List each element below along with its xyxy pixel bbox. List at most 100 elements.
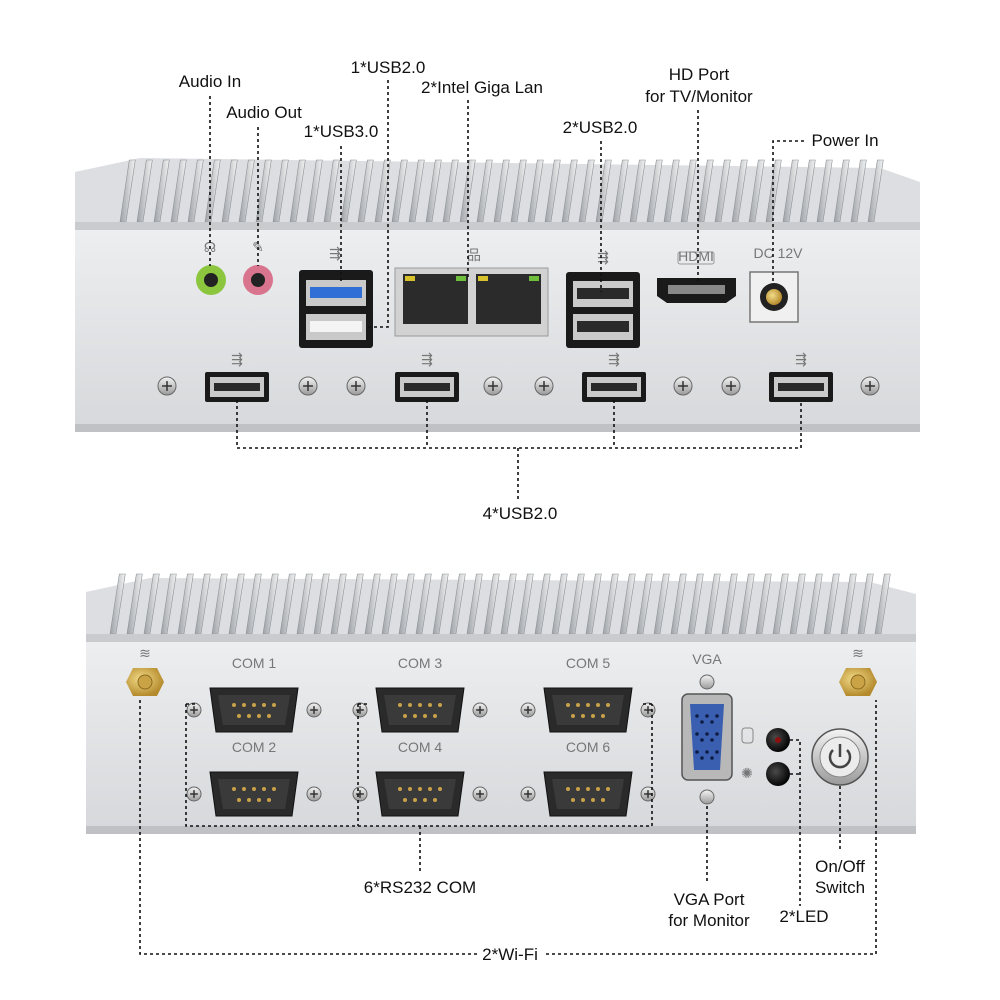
screw bbox=[860, 376, 880, 396]
usb-stack-left: ⇶ bbox=[299, 245, 373, 348]
screw bbox=[472, 786, 488, 802]
power-icon bbox=[828, 749, 852, 769]
screw bbox=[352, 702, 368, 718]
label-usb20-single: 1*USB2.0 bbox=[351, 58, 426, 77]
front-usb-ports: ⇶ ⇶ ⇶ ⇶ bbox=[205, 351, 833, 402]
com-port bbox=[209, 771, 299, 817]
usb-icon: ⇶ bbox=[795, 351, 807, 367]
top-heatsink-edge bbox=[75, 222, 920, 232]
screw bbox=[306, 702, 322, 718]
com4-print: COM 4 bbox=[398, 739, 443, 755]
label-hd-port: HD Port bbox=[669, 65, 730, 84]
label-power-in: Power In bbox=[811, 131, 878, 150]
vga-screw bbox=[699, 674, 715, 690]
top-leader-lines bbox=[209, 80, 804, 499]
com-port bbox=[543, 687, 633, 733]
usb-icon: ⇶ bbox=[329, 245, 341, 261]
top-bottom-edge bbox=[75, 424, 920, 432]
com3-print: COM 3 bbox=[398, 655, 443, 671]
lan-led bbox=[529, 276, 539, 281]
screw bbox=[298, 376, 318, 396]
lan-led bbox=[456, 276, 466, 281]
com6-print: COM 6 bbox=[566, 739, 611, 755]
power-led bbox=[766, 762, 790, 786]
label-switch-sub: Switch bbox=[815, 878, 865, 897]
leader-wifi-left bbox=[139, 700, 478, 955]
leader-com-box bbox=[185, 704, 653, 827]
bottom-device: ≋ ≋ COM 1 COM 3 COM 5 COM 2 COM 4 COM 6 … bbox=[86, 573, 916, 834]
dc-print: DC 12V bbox=[753, 245, 803, 261]
label-lan: 2*Intel Giga Lan bbox=[421, 78, 543, 97]
label-vga-sub: for Monitor bbox=[668, 911, 750, 930]
com2-print: COM 2 bbox=[232, 739, 277, 755]
screw bbox=[157, 376, 177, 396]
bottom-heatsink-edge bbox=[86, 634, 916, 644]
screw bbox=[346, 376, 366, 396]
screw bbox=[483, 376, 503, 396]
lan-led bbox=[405, 276, 415, 281]
leader-usb20-single bbox=[368, 80, 389, 328]
bottom-leader-lines bbox=[139, 700, 877, 955]
usb20-tongue bbox=[577, 321, 629, 332]
leader-usb-front-bar bbox=[236, 400, 802, 449]
network-icon: 品 bbox=[467, 247, 481, 263]
bottom-bottom-edge bbox=[86, 826, 916, 834]
dc-jack-pin bbox=[766, 289, 782, 305]
com-port bbox=[375, 771, 465, 817]
top-heatsink-fins bbox=[119, 159, 884, 223]
label-switch: On/Off bbox=[815, 857, 865, 876]
vga-print: VGA bbox=[692, 651, 722, 667]
lan-port-2 bbox=[476, 274, 541, 324]
lan-port-1 bbox=[403, 274, 468, 324]
com-port bbox=[543, 771, 633, 817]
label-usb30: 1*USB3.0 bbox=[304, 122, 379, 141]
top-screws bbox=[157, 376, 880, 396]
usb-icon: ⇶ bbox=[231, 351, 243, 367]
usb-icon: ⇶ bbox=[608, 351, 620, 367]
usb-stack-right: ⇶ bbox=[566, 249, 640, 348]
com-ports bbox=[209, 687, 633, 817]
screw bbox=[721, 376, 741, 396]
screw bbox=[640, 786, 656, 802]
screw bbox=[472, 702, 488, 718]
hdd-icon bbox=[741, 727, 754, 744]
screw bbox=[306, 786, 322, 802]
dc-power-jack: DC 12V bbox=[749, 245, 803, 323]
screw bbox=[520, 702, 536, 718]
audio-in-hole bbox=[204, 273, 218, 287]
lan-led bbox=[478, 276, 488, 281]
status-leds: ✺ bbox=[741, 727, 790, 786]
label-led: 2*LED bbox=[779, 907, 828, 926]
com-port bbox=[209, 687, 299, 733]
label-hd-port-sub: for TV/Monitor bbox=[645, 87, 753, 106]
hdmi-contacts bbox=[668, 285, 725, 294]
top-device: ☊ ✎ ⇶ 品 bbox=[75, 158, 920, 432]
power-light-icon: ✺ bbox=[741, 765, 753, 781]
bottom-heatsink-fins bbox=[109, 573, 891, 635]
antenna-pin bbox=[137, 674, 153, 690]
vga-screw bbox=[699, 789, 715, 805]
screw bbox=[520, 786, 536, 802]
com-port bbox=[375, 687, 465, 733]
screw bbox=[534, 376, 554, 396]
label-audio-in: Audio In bbox=[179, 72, 241, 91]
bottom-front-face bbox=[86, 642, 916, 830]
vga-pins bbox=[695, 714, 719, 760]
label-vga: VGA Port bbox=[674, 890, 745, 909]
leader-power bbox=[772, 140, 804, 284]
power-switch bbox=[811, 728, 869, 786]
vga-insert bbox=[690, 704, 724, 770]
antenna-pin bbox=[850, 674, 866, 690]
com1-print: COM 1 bbox=[232, 655, 277, 671]
label-usb20-front: 4*USB2.0 bbox=[483, 504, 558, 523]
screw bbox=[352, 786, 368, 802]
bottom-screws bbox=[186, 702, 656, 802]
usb20-tongue bbox=[577, 288, 629, 299]
label-rs232: 6*RS232 COM bbox=[364, 878, 476, 897]
hdmi-print-box bbox=[677, 251, 715, 265]
front-usb-port: ⇶ bbox=[395, 351, 459, 402]
bottom-labels: 6*RS232 COM VGA Port for Monitor 2*LED O… bbox=[364, 857, 865, 964]
wifi-icon: ≋ bbox=[852, 645, 864, 661]
